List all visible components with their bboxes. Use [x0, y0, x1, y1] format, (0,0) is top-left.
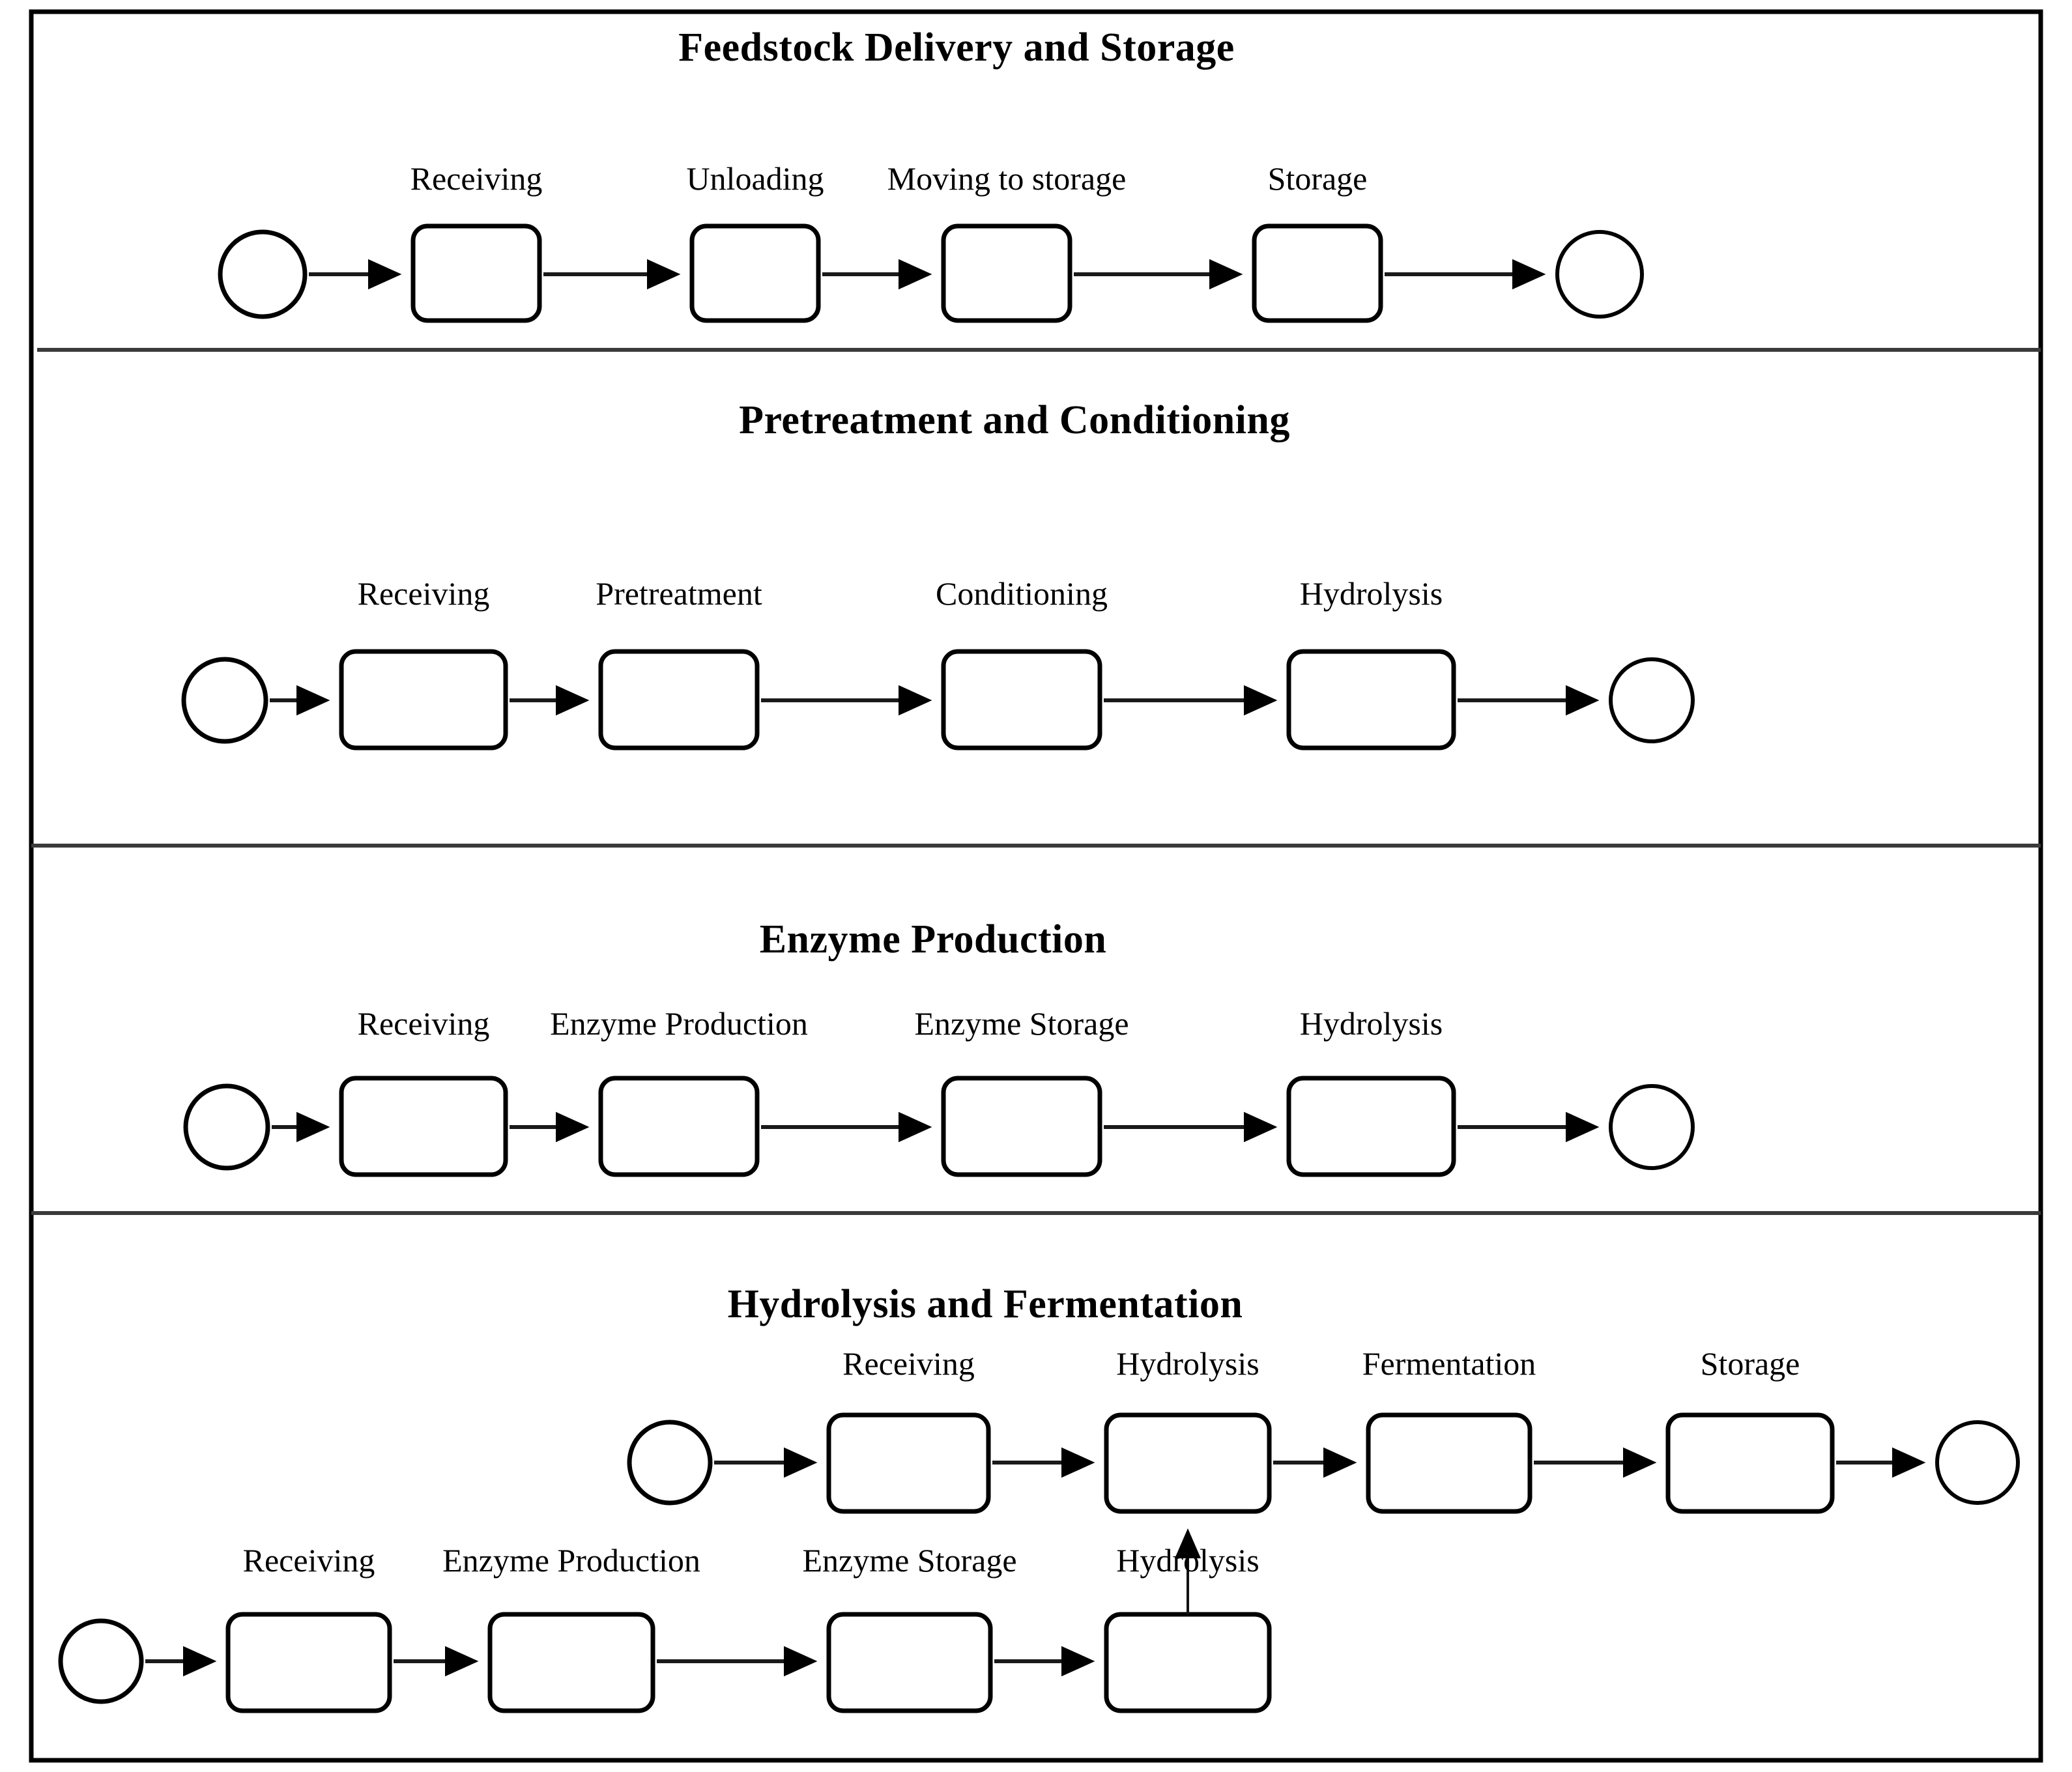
task-label-row-feedstock-2: Moving to storage — [887, 160, 1127, 197]
task-label-row-pretreatment-3: Hydrolysis — [1300, 575, 1443, 612]
panel-title-feedstock-delivery-and-storage: Feedstock Delivery and Storage — [678, 25, 1235, 70]
task-label-row-pretreatment-1: Pretreatment — [596, 575, 762, 612]
task-box-row-enzyme-1 — [598, 1076, 760, 1177]
task-label-row-feedstock-1: Unloading — [686, 160, 824, 197]
end-event-row-enzyme — [1609, 1084, 1695, 1170]
task-label-row-feedstock-3: Storage — [1268, 160, 1368, 197]
task-box-row-pretreatment-3 — [1286, 649, 1456, 750]
start-event-row-enzyme — [183, 1083, 270, 1171]
task-box-row-hydrolysis-top-1 — [1104, 1412, 1272, 1514]
task-box-row-feedstock-1 — [689, 223, 821, 323]
task-label-row-feedstock-0: Receiving — [410, 160, 543, 197]
task-label-row-hydrolysis-top-2: Fermentation — [1362, 1345, 1536, 1382]
panel-title-enzyme-production: Enzyme Production — [760, 917, 1107, 962]
task-label-row-enzyme-1: Enzyme Production — [550, 1005, 808, 1042]
task-label-row-hydrolysis-top-3: Storage — [1701, 1345, 1800, 1382]
end-event-row-feedstock — [1555, 230, 1644, 319]
task-box-row-enzyme-3 — [1286, 1076, 1456, 1177]
task-label-row-hydrolysis-bottom-1: Enzyme Production — [442, 1542, 700, 1579]
end-event-row-pretreatment — [1609, 657, 1695, 743]
task-box-row-hydrolysis-top-2 — [1366, 1412, 1532, 1514]
task-label-row-hydrolysis-top-1: Hydrolysis — [1116, 1345, 1259, 1382]
task-label-row-enzyme-2: Enzyme Storage — [914, 1005, 1129, 1042]
flow-layer — [58, 223, 2020, 1713]
task-box-row-hydrolysis-bottom-3 — [1104, 1612, 1272, 1713]
diagram-outer-border — [29, 9, 2043, 1763]
task-box-row-pretreatment-1 — [598, 649, 760, 750]
task-label-row-hydrolysis-bottom-0: Receiving — [243, 1542, 375, 1579]
task-label-row-hydrolysis-top-0: Receiving — [842, 1345, 975, 1382]
frame-layer — [29, 9, 2043, 1763]
task-box-row-hydrolysis-bottom-0 — [225, 1612, 392, 1713]
task-label-row-enzyme-0: Receiving — [358, 1005, 490, 1042]
task-box-row-enzyme-0 — [339, 1076, 508, 1177]
task-box-row-hydrolysis-bottom-2 — [826, 1612, 993, 1713]
start-event-row-feedstock — [218, 229, 308, 319]
task-label-row-enzyme-3: Hydrolysis — [1300, 1005, 1443, 1042]
task-box-row-feedstock-0 — [410, 223, 542, 323]
divider-layer — [31, 348, 2041, 1215]
end-event-row-hydrolysis-top — [1935, 1420, 2020, 1505]
start-event-row-hydrolysis-bottom — [58, 1618, 144, 1704]
start-event-row-pretreatment — [181, 657, 268, 744]
task-label-row-hydrolysis-bottom-3: Hydrolysis — [1116, 1542, 1259, 1579]
task-box-row-hydrolysis-top-0 — [826, 1412, 991, 1514]
task-box-row-enzyme-2 — [941, 1076, 1102, 1177]
task-label-row-hydrolysis-bottom-2: Enzyme Storage — [802, 1542, 1016, 1579]
task-box-row-feedstock-2 — [941, 223, 1072, 323]
panel-title-hydrolysis-and-fermentation: Hydrolysis and Fermentation — [728, 1282, 1243, 1326]
task-box-row-hydrolysis-bottom-1 — [487, 1612, 655, 1713]
task-box-row-feedstock-3 — [1252, 223, 1383, 323]
task-box-row-pretreatment-2 — [941, 649, 1102, 750]
panel-title-pretreatment-and-conditioning: Pretreatment and Conditioning — [739, 398, 1290, 442]
task-label-row-pretreatment-0: Receiving — [358, 575, 490, 612]
start-event-row-hydrolysis-top — [627, 1420, 713, 1506]
task-box-row-pretreatment-0 — [339, 649, 508, 750]
task-box-row-hydrolysis-top-3 — [1665, 1412, 1835, 1514]
task-label-row-pretreatment-2: Conditioning — [936, 575, 1108, 612]
